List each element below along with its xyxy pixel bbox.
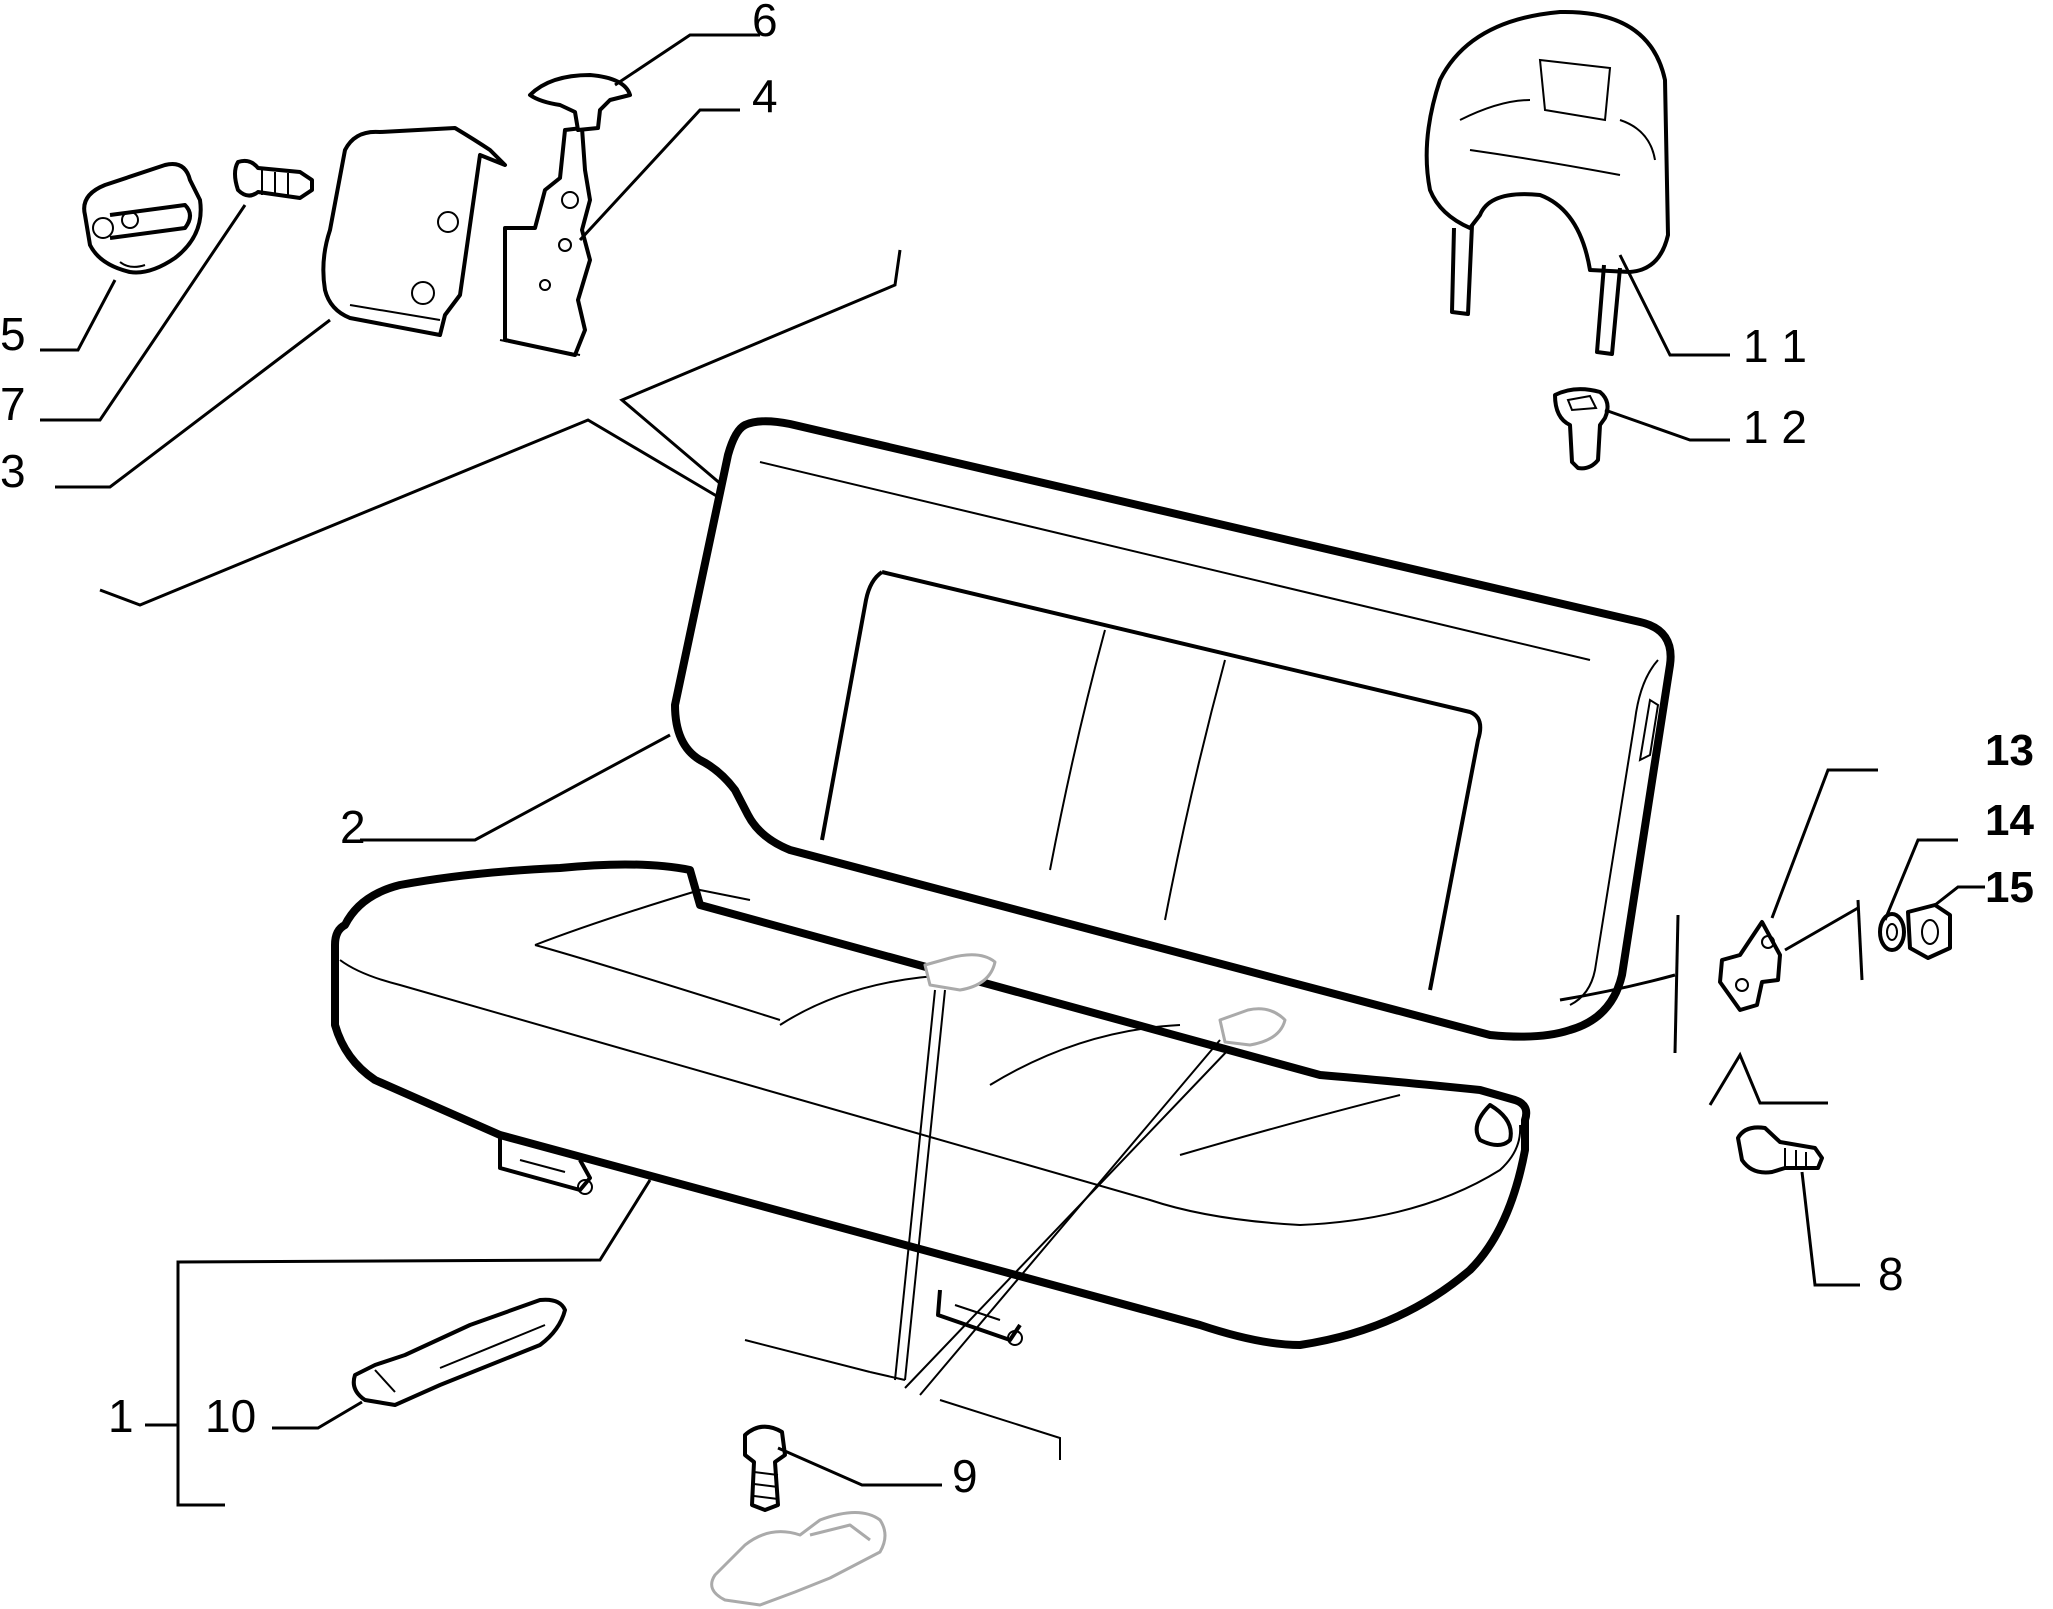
label-7: 7 bbox=[0, 378, 26, 430]
bolt-small[interactable] bbox=[233, 158, 314, 200]
hinge-bracket[interactable] bbox=[499, 126, 592, 357]
leader-lines bbox=[40, 33, 1985, 1487]
label-8: 8 bbox=[1878, 1248, 1904, 1300]
mounting-bracket[interactable] bbox=[1718, 920, 1782, 1012]
knob-cap[interactable] bbox=[528, 73, 632, 132]
seat-backrest[interactable] bbox=[671, 417, 1675, 1041]
headrest[interactable] bbox=[1424, 9, 1670, 356]
nut[interactable] bbox=[1906, 903, 1952, 960]
headrest-guide-pin[interactable] bbox=[1553, 387, 1610, 471]
label-14: 14 bbox=[1985, 796, 2034, 845]
callout-labels: 5 7 3 6 4 1 1 1 2 2 13 14 15 8 9 1 10 bbox=[0, 0, 2034, 1502]
seat-belt-strap[interactable] bbox=[351, 1297, 567, 1407]
label-9: 9 bbox=[952, 1450, 978, 1502]
label-6: 6 bbox=[752, 0, 778, 46]
washer[interactable] bbox=[1878, 912, 1906, 952]
anchor-plate-ghost bbox=[710, 1511, 887, 1607]
label-11: 1 1 bbox=[1743, 320, 1807, 372]
label-4: 4 bbox=[752, 70, 778, 122]
label-5: 5 bbox=[0, 308, 26, 360]
label-10: 10 bbox=[205, 1390, 256, 1442]
bolt-flange[interactable] bbox=[743, 1424, 787, 1512]
label-12: 1 2 bbox=[1743, 401, 1807, 453]
bolt-large[interactable] bbox=[1736, 1125, 1824, 1175]
seat-cushion[interactable] bbox=[331, 860, 1531, 1349]
label-2: 2 bbox=[340, 801, 366, 853]
label-15: 15 bbox=[1985, 863, 2034, 912]
hinge-cover[interactable] bbox=[321, 126, 507, 337]
assembly-lines bbox=[99, 249, 1864, 1507]
label-13: 13 bbox=[1985, 726, 2034, 775]
latch-plate[interactable] bbox=[82, 162, 203, 275]
label-3: 3 bbox=[0, 445, 26, 497]
label-1: 1 bbox=[108, 1390, 134, 1442]
